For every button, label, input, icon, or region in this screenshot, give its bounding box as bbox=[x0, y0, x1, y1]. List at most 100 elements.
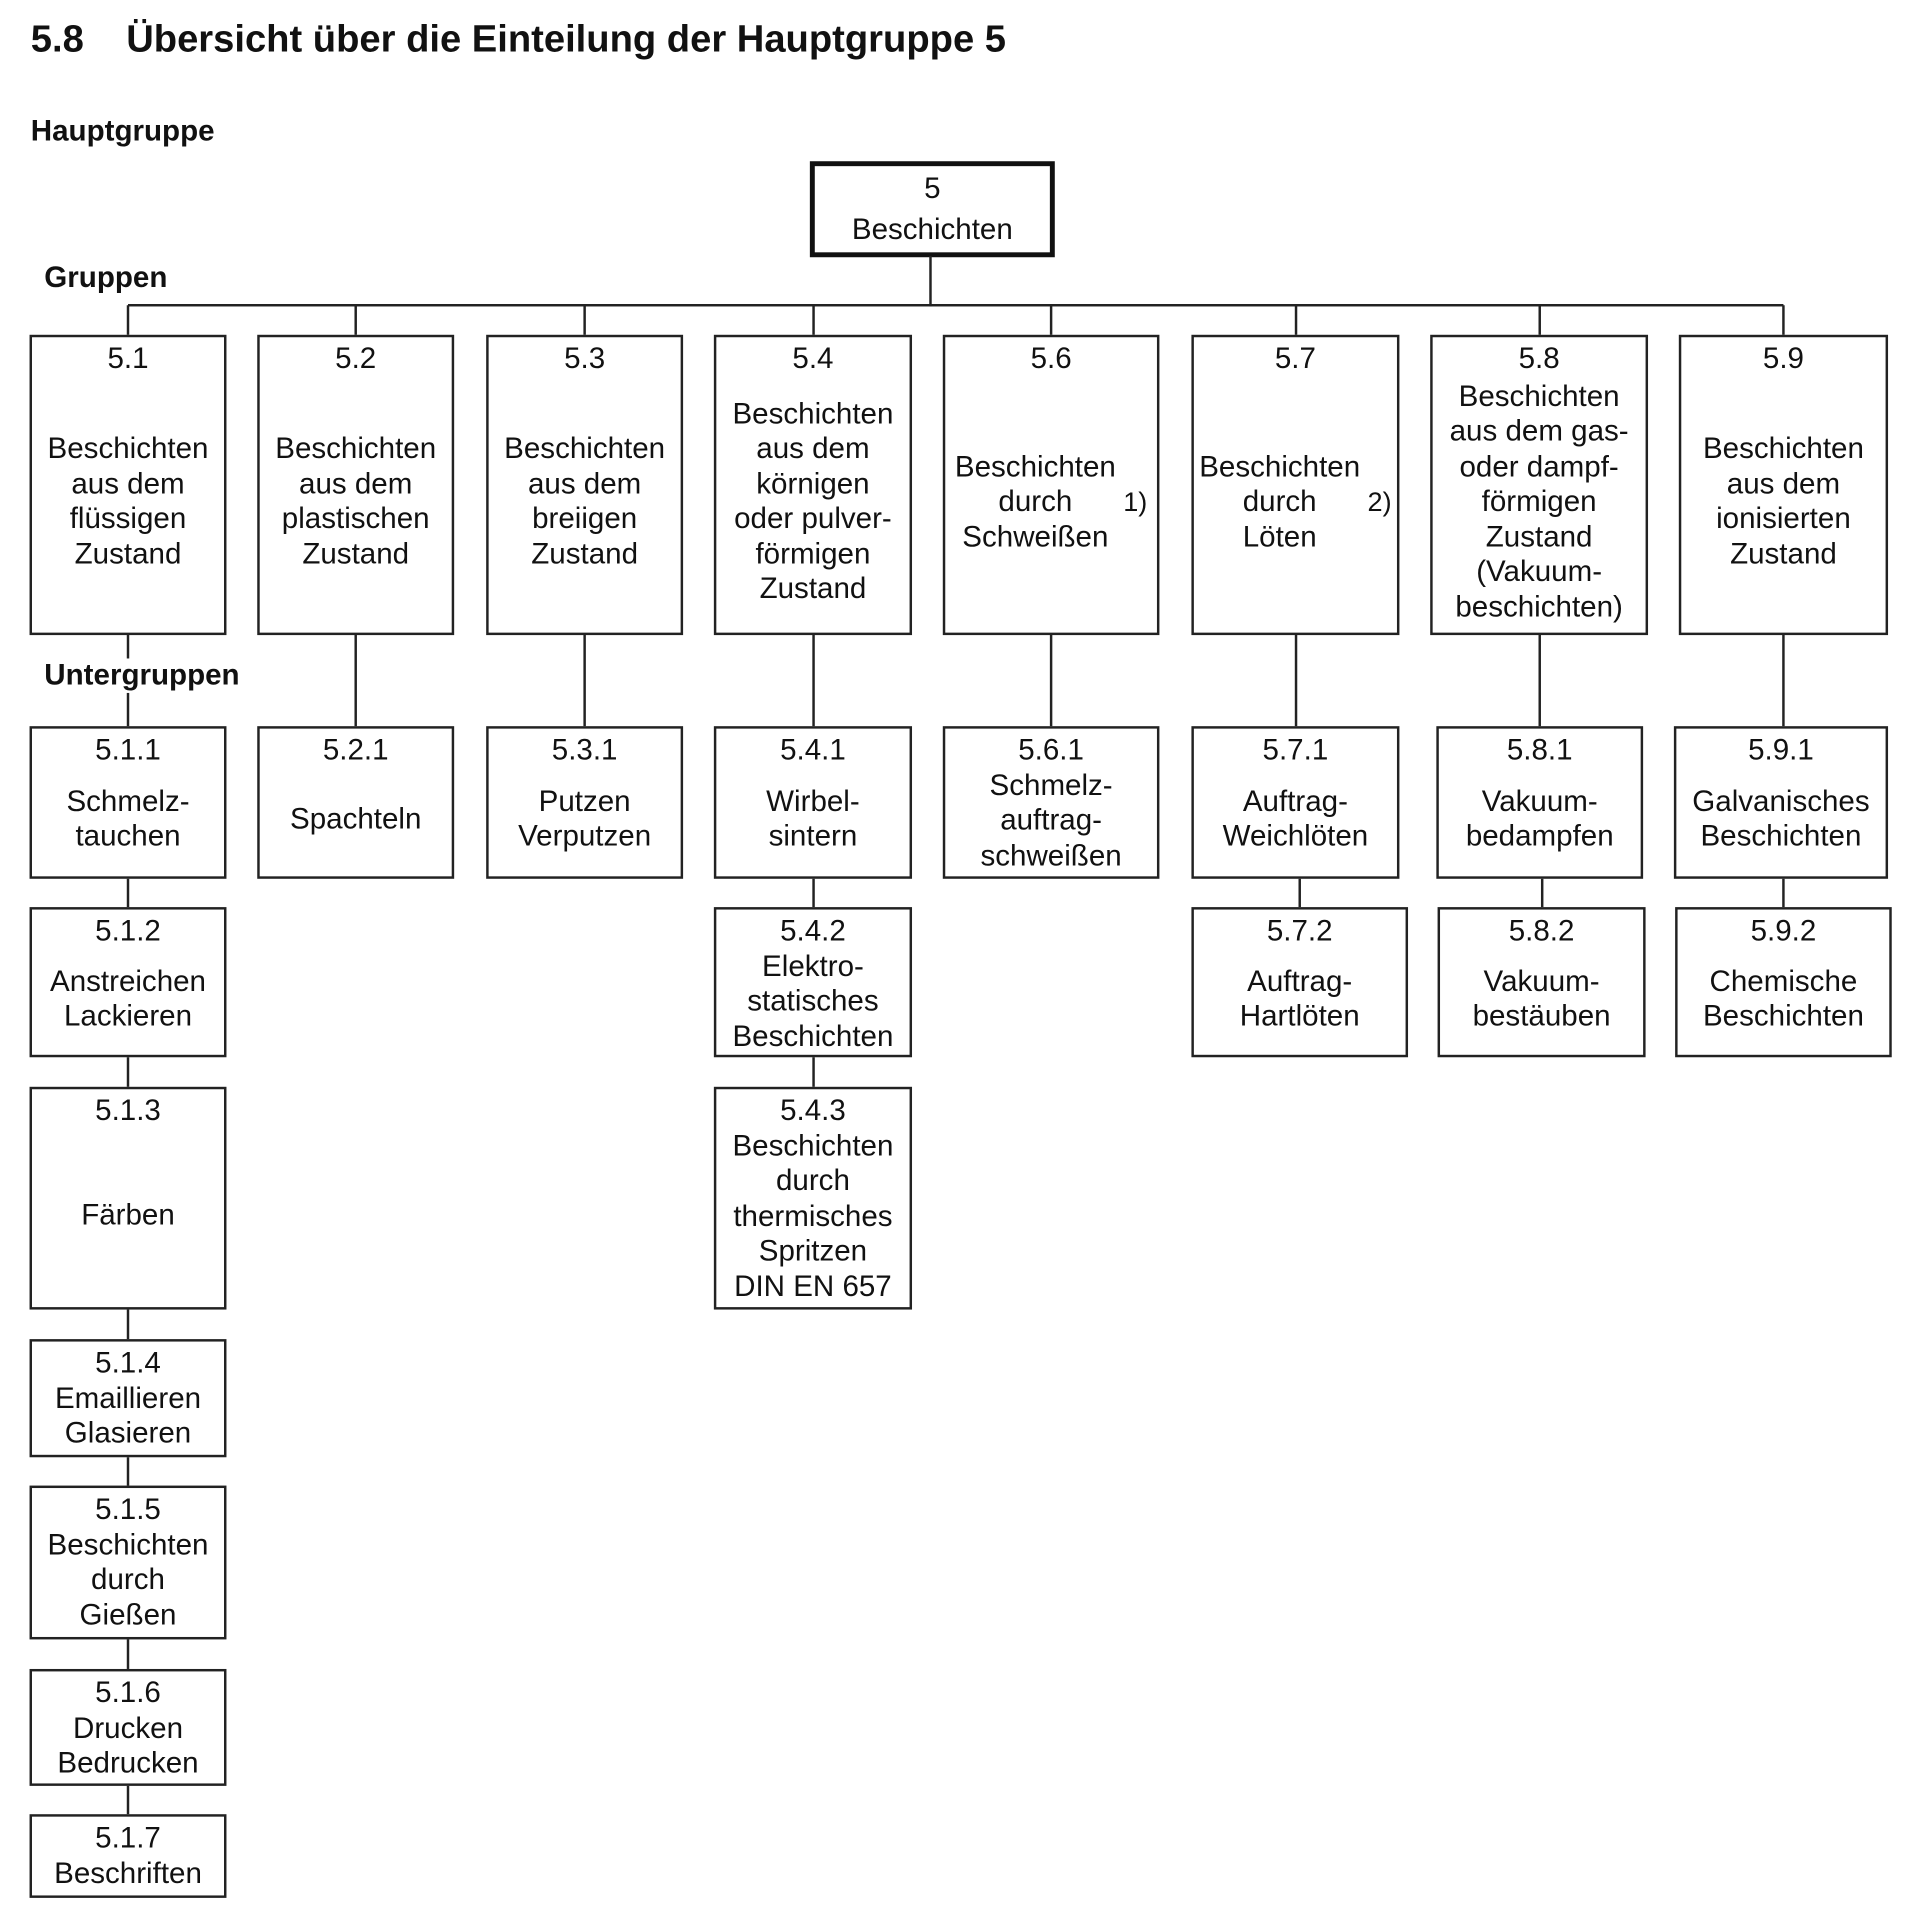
groups-heading: Gruppen bbox=[44, 260, 168, 295]
connector-line bbox=[1538, 633, 1541, 728]
group-box-label: Beschichten durch Schweißen bbox=[954, 449, 1116, 554]
subgroup-box-label: Vakuum- bestäuben bbox=[1472, 964, 1611, 1033]
group-box-label: Beschichten aus dem breiigen Zustand bbox=[504, 432, 666, 571]
subgroup-box-number: 5.9.1 bbox=[1748, 733, 1814, 767]
subgroup-box-label: Anstreichen Lackieren bbox=[50, 964, 207, 1033]
connector-line bbox=[126, 305, 130, 337]
subgroup-box-label: Vakuum- bedampfen bbox=[1465, 784, 1614, 854]
subgroup-box-number: 5.1.6 bbox=[95, 1676, 161, 1710]
footnote-marker: 1) bbox=[1123, 486, 1148, 517]
subgroup-box-number: 5.1.4 bbox=[95, 1346, 161, 1380]
group-box-number: 5.1 bbox=[107, 342, 149, 376]
subgroup-box-label: Chemische Beschichten bbox=[1702, 964, 1864, 1033]
footnote-marker: 2) bbox=[1367, 486, 1392, 517]
connector-line bbox=[1782, 305, 1785, 337]
group-box-label: Beschichten aus dem ionisierten Zustand bbox=[1702, 432, 1864, 571]
connector-line bbox=[583, 305, 586, 337]
subgroup-box-label: Emaillieren Glasieren bbox=[54, 1381, 202, 1450]
subgroup-box-label: Elektro- statisches Beschichten bbox=[732, 949, 894, 1053]
subgroup-box-label: Beschriften bbox=[54, 1856, 202, 1890]
subgroup-box-number: 5.3.1 bbox=[551, 733, 618, 767]
connector-line bbox=[1782, 878, 1785, 909]
main-group-number: 5 bbox=[924, 172, 941, 206]
connector-line bbox=[126, 1057, 130, 1089]
subgroup-box-label: Schmelz- tauchen bbox=[66, 784, 190, 854]
connector-line bbox=[126, 1639, 130, 1671]
connector-line bbox=[1294, 633, 1298, 728]
group-box-number: 5.2 bbox=[335, 342, 377, 376]
connector-line bbox=[812, 1057, 815, 1089]
connector-line bbox=[1049, 305, 1053, 337]
subgroup-box-label: Galvanisches Beschichten bbox=[1692, 784, 1870, 854]
subgroup-box-number: 5.9.2 bbox=[1750, 914, 1817, 948]
connector-line bbox=[929, 256, 932, 307]
subgroup-box-label: Wirbel- sintern bbox=[766, 784, 860, 854]
subgroup-box-number: 5.4.3 bbox=[780, 1094, 846, 1128]
connector-line bbox=[354, 305, 357, 337]
subgroups-heading: Untergruppen bbox=[44, 658, 245, 693]
subgroup-box-number: 5.1.7 bbox=[95, 1821, 161, 1855]
subgroup-box-number: 5.1.2 bbox=[95, 914, 161, 948]
group-box-number: 5.9 bbox=[1762, 342, 1804, 376]
group-box-number: 5.7 bbox=[1274, 342, 1316, 376]
subgroup-box-label: Spachteln bbox=[290, 802, 422, 836]
subgroup-box-label: Beschichten durch Gießen bbox=[47, 1528, 209, 1632]
group-box-label: Beschichten aus dem flüssigen Zustand bbox=[47, 432, 209, 571]
connector-line bbox=[1298, 878, 1301, 909]
connector-line bbox=[126, 1309, 130, 1341]
subgroup-box-number: 5.7.2 bbox=[1266, 914, 1333, 948]
subgroup-box-number: 5.8.1 bbox=[1506, 733, 1573, 767]
group-box-number: 5.4 bbox=[792, 342, 834, 376]
group-box-label: Beschichten aus dem plastischen Zustand bbox=[275, 432, 437, 571]
group-box-label: Beschichten aus dem körnigen oder pulver… bbox=[732, 397, 894, 606]
page-title: 5.8 Übersicht über die Einteilung der Ha… bbox=[30, 17, 1007, 61]
subgroup-box-label: Auftrag- Hartlöten bbox=[1239, 964, 1360, 1033]
subgroup-box-label: Färben bbox=[81, 1198, 175, 1232]
group-box-number: 5.8 bbox=[1518, 342, 1560, 376]
subgroup-box-number: 5.4.1 bbox=[780, 733, 846, 767]
connector-line bbox=[1782, 633, 1785, 728]
main-group-heading: Hauptgruppe bbox=[30, 114, 215, 148]
connector-line bbox=[812, 633, 815, 728]
subgroup-box-number: 5.1.5 bbox=[95, 1492, 161, 1527]
connector-line bbox=[1540, 878, 1544, 909]
main-group-box: 5 Beschichten bbox=[809, 161, 1055, 258]
subgroup-box-number: 5.1.3 bbox=[95, 1094, 161, 1128]
connector-line bbox=[126, 878, 130, 909]
connector-line bbox=[354, 633, 357, 728]
subgroup-box-label: Putzen Verputzen bbox=[518, 784, 652, 854]
group-box-label: Beschichten durch Löten bbox=[1199, 449, 1361, 554]
subgroup-box-number: 5.8.2 bbox=[1508, 914, 1575, 948]
subgroup-box-number: 5.6.1 bbox=[1018, 733, 1084, 767]
subgroup-box-number: 5.7.1 bbox=[1262, 733, 1329, 767]
subgroup-box-label: Schmelz- auftrag- schweißen bbox=[980, 768, 1122, 873]
connector-line bbox=[126, 1457, 130, 1487]
subgroup-box-label: Auftrag- Weichlöten bbox=[1222, 784, 1369, 854]
connector-line bbox=[1049, 633, 1053, 728]
